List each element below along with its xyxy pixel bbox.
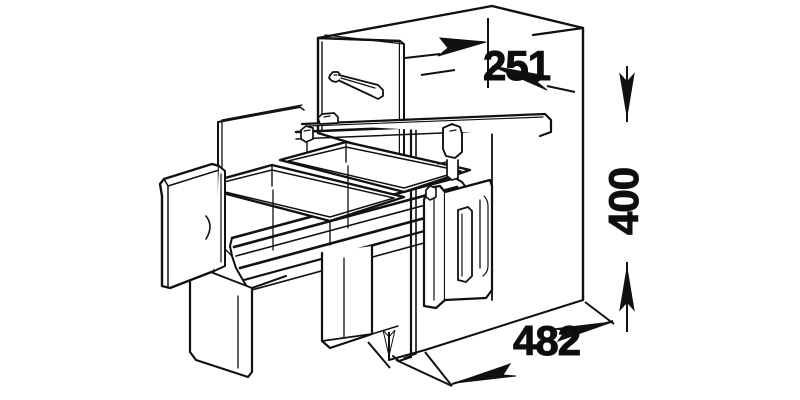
front-cover-panel (158, 162, 226, 290)
rear-mounting-bracket (422, 123, 494, 310)
waste-bin-bodies (188, 240, 399, 379)
dimension-482: 482 (424, 301, 615, 387)
dimension-label-400: 400 (600, 168, 647, 235)
projection-lines (367, 329, 453, 387)
bracket-clip (425, 185, 437, 201)
dimension-251: 251 (404, 18, 584, 108)
waste-bin-right (278, 140, 472, 229)
dimension-400: 400 (600, 66, 648, 332)
drawer-handle (328, 71, 384, 100)
dimension-label-251: 251 (483, 42, 551, 89)
front-clip (300, 125, 314, 153)
dimension-label-482: 482 (513, 317, 580, 364)
